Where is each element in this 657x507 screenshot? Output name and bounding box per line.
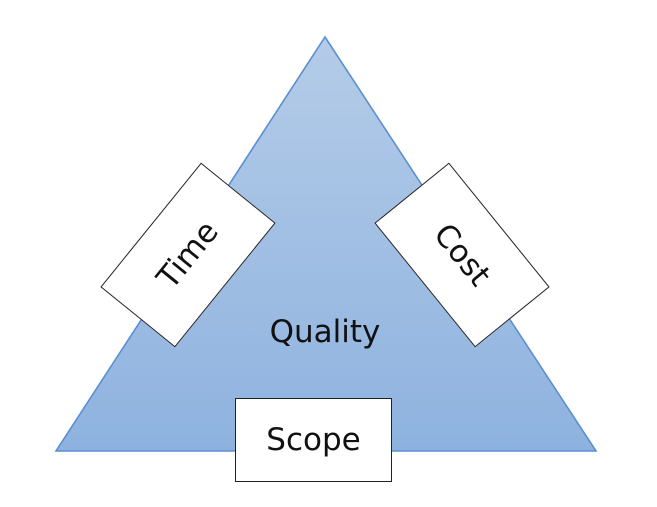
scope-box: Scope	[235, 398, 392, 482]
quality-text: Quality	[269, 314, 381, 350]
scope-label: Scope	[266, 422, 361, 458]
cost-label: Cost	[426, 216, 498, 294]
time-label: Time	[150, 214, 226, 296]
quality-label: Quality	[270, 314, 381, 350]
